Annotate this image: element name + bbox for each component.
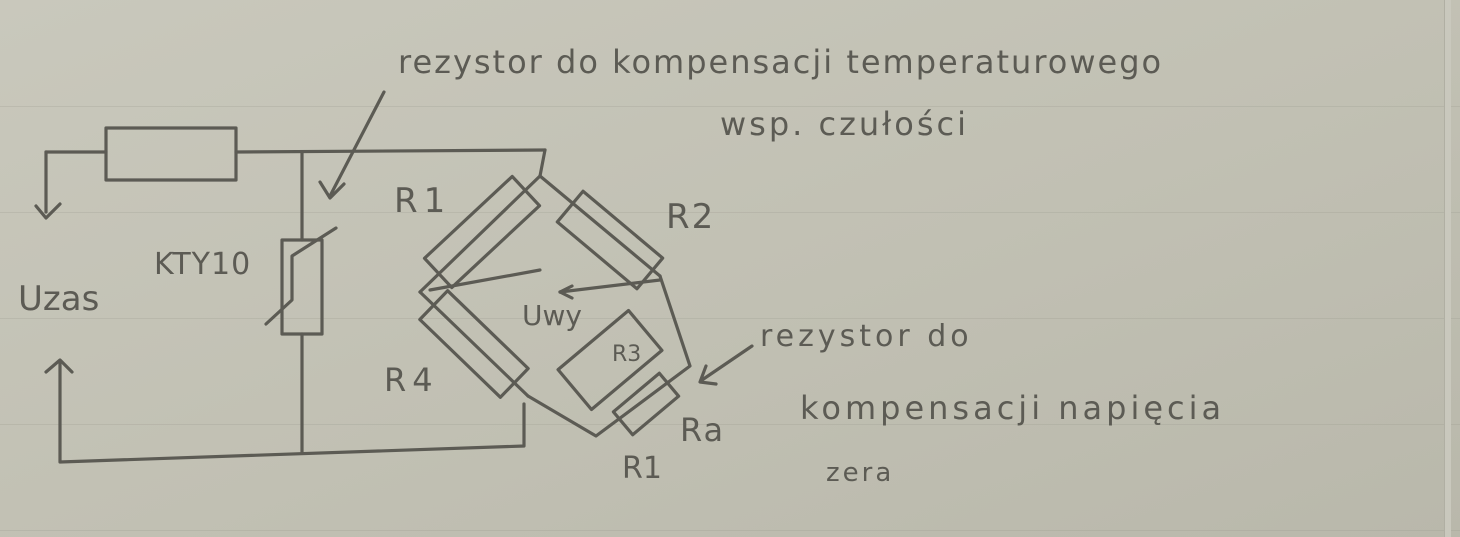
r4-resistor — [418, 289, 530, 399]
paper-rule — [0, 530, 1460, 531]
temp-note-line1: rezystor do kompensacji temperaturowego — [398, 43, 1164, 81]
r1-resistor — [422, 174, 542, 290]
r2-resistor — [555, 189, 665, 291]
bridge-right-lower — [526, 274, 692, 438]
zero-note-line3: zera — [826, 458, 895, 488]
temp-note-arrow — [318, 90, 386, 200]
r3-potentiometer — [556, 308, 664, 412]
ktv10-label: KTY10 — [154, 247, 252, 282]
bridge-left-lower — [418, 290, 530, 398]
r4-label: R4 — [384, 361, 439, 399]
ktv10-thermistor — [280, 238, 324, 336]
zero-note-line2: kompensacji napięcia — [800, 389, 1226, 427]
ra-resistor — [611, 371, 681, 437]
r3-label: R3 — [612, 342, 642, 367]
r1-label: R1 — [394, 181, 452, 221]
output-wire — [428, 268, 662, 294]
paper-rule — [0, 424, 1460, 425]
top-main-wire — [234, 148, 547, 154]
rz-label: R1 — [622, 451, 662, 486]
zero-note-line1: rezystor do — [760, 319, 973, 354]
paper-rule — [0, 318, 1460, 319]
r2-label: R2 — [666, 197, 716, 237]
temp-note-line2: wsp. czułości — [720, 105, 969, 143]
series-resistor — [104, 126, 238, 182]
bottom-left-wire — [58, 360, 526, 464]
supply-arrow-bottom — [44, 358, 74, 374]
thermistor-slash — [264, 226, 338, 326]
paper-rule — [0, 212, 1460, 213]
u-zas-label: Uzas — [18, 279, 100, 319]
bridge-feed — [538, 148, 547, 178]
paper-rule — [0, 106, 1460, 107]
zero-note-arrow — [698, 344, 754, 386]
ra-label: Ra — [680, 411, 726, 449]
u-wy-label: Uwy — [522, 299, 582, 332]
page-edge — [1444, 0, 1451, 537]
supply-arrow-top — [34, 202, 62, 220]
output-arrow — [558, 284, 574, 300]
bridge-right-upper — [538, 174, 662, 278]
